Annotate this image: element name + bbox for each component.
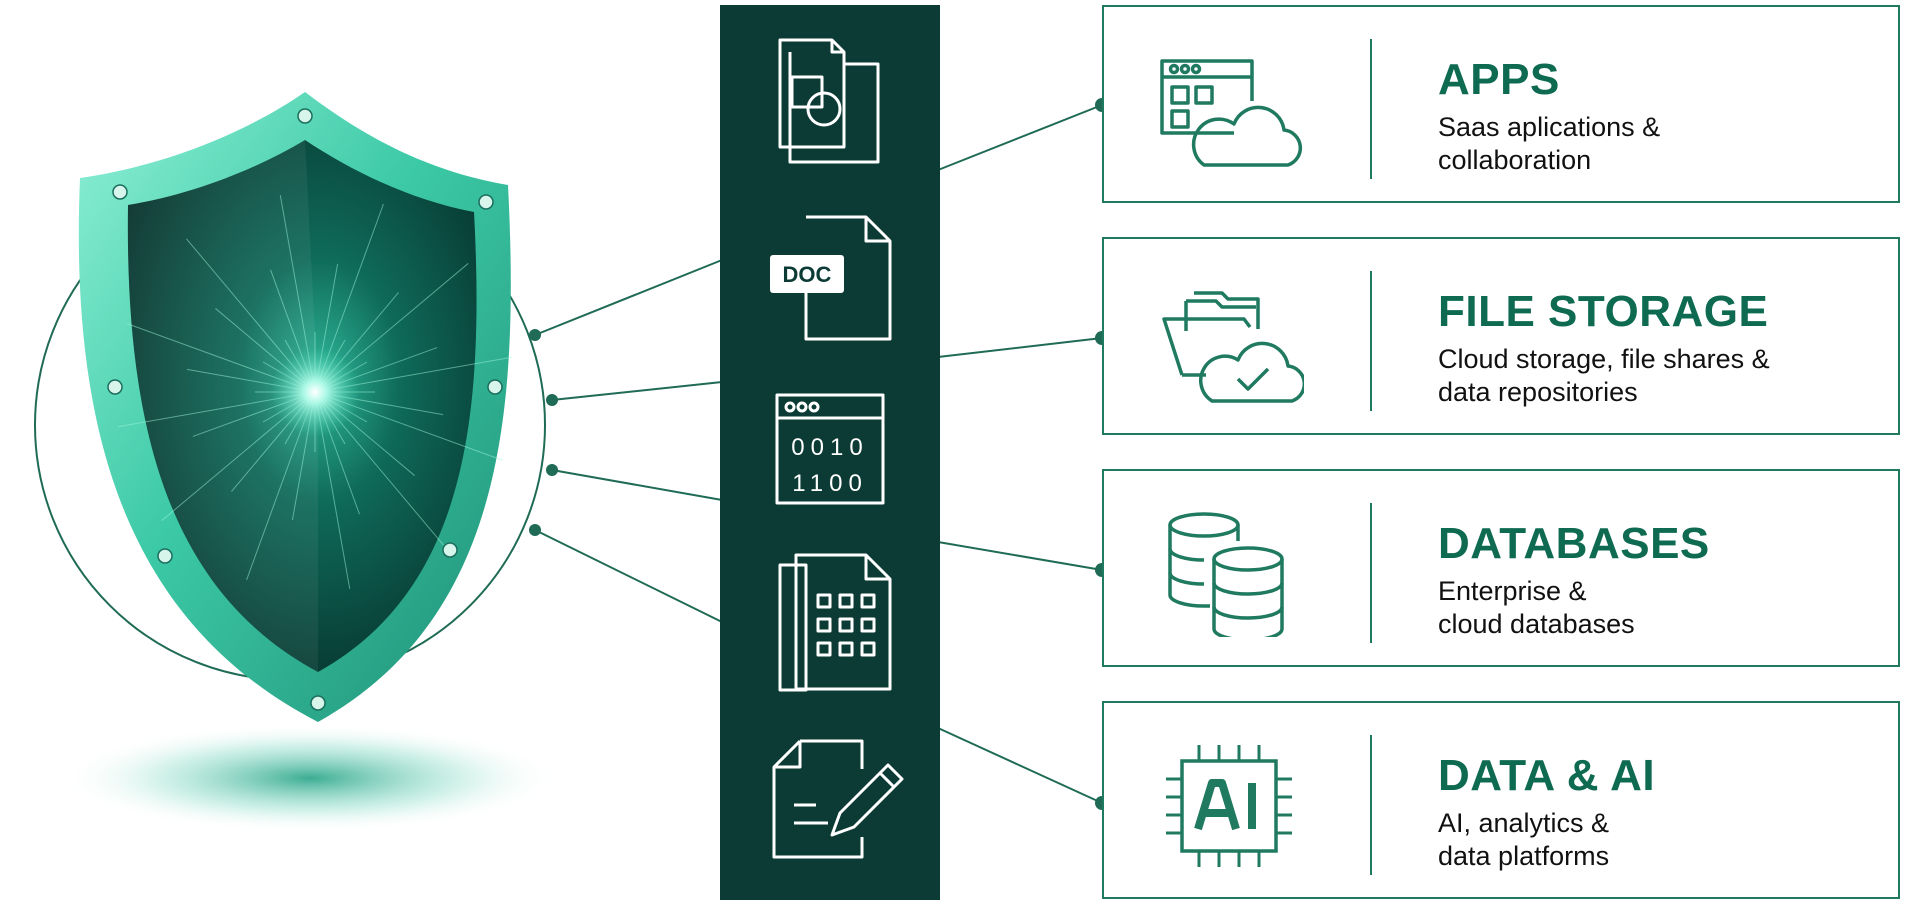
ai-chip-icon: [1166, 745, 1292, 867]
card-description: AI, analytics & data platforms: [1438, 808, 1610, 871]
app-window-cloud-icon: [1160, 59, 1303, 167]
category-card-file-storage: FILE STORAGE Cloud storage, file shares …: [1102, 237, 1900, 435]
binary-row-1: 0010: [791, 434, 868, 461]
card-description: Saas aplications & collaboration: [1438, 112, 1661, 175]
card-title: DATABASES: [1438, 519, 1710, 568]
database-stack-icon: [1168, 512, 1284, 637]
card-title: DATA & AI: [1438, 751, 1656, 800]
card-description: Enterprise & cloud databases: [1438, 576, 1635, 639]
category-card-data-ai: DATA & AI AI, analytics & data platforms: [1102, 701, 1900, 899]
shield-illustration: [34, 92, 560, 833]
card-divider: [1370, 735, 1372, 875]
spreadsheet-file-icon: [778, 553, 892, 692]
folder-cloud-check-icon: [1162, 291, 1304, 403]
doc-file-icon: DOC: [770, 215, 892, 341]
binary-row-2: 1100: [792, 470, 868, 497]
card-description: Cloud storage, file shares & data reposi…: [1438, 344, 1770, 407]
card-title: APPS: [1438, 55, 1560, 104]
category-card-apps: APPS Saas aplications & collaboration: [1102, 5, 1900, 203]
data-type-column: DOC 0010 1100: [720, 5, 940, 900]
card-divider: [1370, 503, 1372, 643]
signed-document-icon: [772, 739, 904, 859]
card-divider: [1370, 271, 1372, 411]
category-card-databases: DATABASES Enterprise & cloud databases: [1102, 469, 1900, 667]
card-divider: [1370, 39, 1372, 179]
card-title: FILE STORAGE: [1438, 287, 1769, 336]
doc-file-label: DOC: [783, 262, 832, 287]
shapes-document-icon: [778, 38, 880, 164]
binary-data-icon: 0010 1100: [775, 393, 885, 505]
